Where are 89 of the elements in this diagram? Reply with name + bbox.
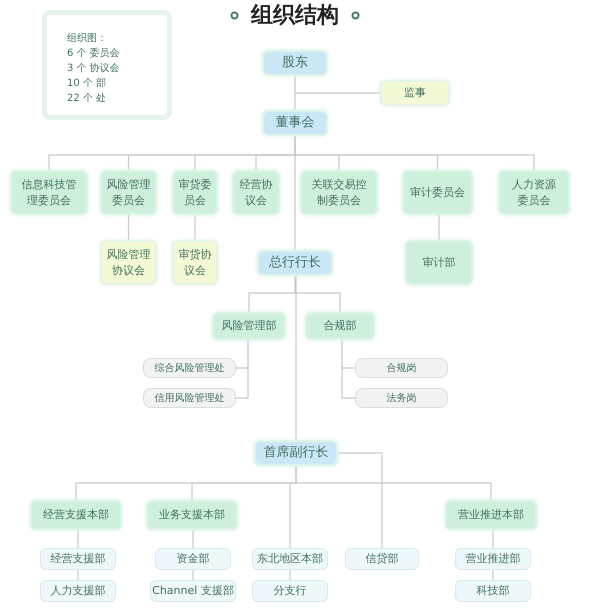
role-box: [262, 110, 328, 136]
role-box: [254, 440, 338, 466]
unit-box: [40, 548, 116, 570]
summary-note-box: [42, 10, 172, 120]
role-box: [262, 50, 328, 76]
note-line: 22 个 处: [67, 92, 106, 106]
unit-box: [40, 580, 116, 602]
connector-line: [492, 530, 494, 548]
node-label: 东北地区本部: [257, 550, 323, 567]
note-line: 6 个 委员会: [67, 46, 120, 61]
connector-line: [192, 530, 194, 548]
node-label: 审计委员会: [409, 184, 466, 200]
node-label: 首席副行长: [264, 444, 328, 462]
node-label: 董事会: [276, 114, 314, 132]
node-label: 风险管理委员会: [106, 176, 152, 208]
node-label: 风险管理协议会: [106, 246, 152, 278]
node-label: 股东: [282, 54, 308, 72]
title: 组织结构: [251, 2, 339, 30]
connector-line: [341, 340, 355, 399]
node-label: 法务岗: [386, 392, 416, 406]
council-box: [172, 240, 218, 285]
council-box: [380, 80, 450, 106]
office-box: [355, 358, 448, 378]
node-label: 人力资源委员会: [511, 176, 557, 208]
node-label: 审贷委员会: [178, 176, 212, 208]
connector-line: [128, 215, 130, 240]
node-label: 营业推进部: [466, 550, 520, 567]
node-label: 资金部: [176, 550, 210, 567]
node-label: 经营支援本部: [43, 507, 109, 523]
unit-box: [455, 580, 531, 602]
unit-box: [455, 548, 531, 570]
department-box: [232, 170, 280, 215]
connector-line: [294, 276, 341, 312]
node-label: 信息科技管理委员会: [20, 176, 78, 208]
connector-line: [77, 530, 79, 548]
connector-line: [194, 215, 196, 240]
node-label: 经营支援部: [50, 550, 106, 567]
node-label: 科技部: [476, 582, 510, 599]
node-label: 审计部: [422, 254, 456, 270]
office-box: [355, 388, 448, 408]
connector-line: [338, 452, 383, 548]
connector-line: [289, 570, 291, 580]
connector-line: [438, 215, 440, 240]
node-label: 审贷协议会: [178, 246, 212, 278]
department-box: [445, 500, 537, 530]
node-label: 营业推进本部: [458, 507, 524, 523]
node-label: 人力支援部: [50, 582, 106, 599]
connector-line: [295, 276, 297, 440]
unit-box: [345, 548, 419, 570]
node-label: 风险管理部: [220, 318, 278, 334]
department-box: [30, 500, 122, 530]
department-box: [305, 312, 375, 340]
office-box: [143, 358, 236, 378]
node-label: Channel 支援部: [152, 582, 234, 599]
department-box: [402, 170, 473, 215]
connector-line: [192, 570, 194, 580]
department-box: [172, 170, 218, 215]
connector-line: [492, 570, 494, 580]
unit-box: [155, 548, 231, 570]
connector-line: [295, 466, 492, 500]
note-line: 组织图：: [67, 32, 107, 46]
node-label: 合规岗: [386, 362, 416, 376]
department-box: [300, 170, 378, 215]
note-line: 10 个 部: [67, 76, 106, 91]
node-label: 经营协议会: [238, 176, 274, 208]
department-box: [405, 240, 473, 285]
node-label: 监事: [403, 85, 427, 101]
node-label: 信贷部: [366, 550, 398, 567]
connector-line: [236, 340, 249, 399]
node-label: 业务支援本部: [159, 507, 225, 523]
node-label: 信用风险管理处: [154, 392, 224, 406]
connector-line: [294, 76, 380, 94]
connector-line: [77, 570, 79, 580]
node-label: 合规部: [322, 318, 358, 334]
department-box: [10, 170, 88, 215]
department-box: [498, 170, 570, 215]
node-label: 关联交易控制委员会: [310, 176, 368, 208]
unit-box: [252, 548, 328, 570]
note-line: 3 个 协议会: [67, 62, 120, 76]
node-label: 分支行: [274, 582, 306, 599]
office-box: [143, 388, 236, 408]
node-label: 总行行长: [269, 254, 321, 272]
department-box: [212, 312, 286, 340]
department-box: [100, 170, 157, 215]
role-box: [257, 250, 333, 276]
department-box: [146, 500, 238, 530]
node-label: 综合风险管理处: [154, 362, 224, 376]
council-box: [100, 240, 157, 285]
unit-box: [252, 580, 328, 602]
